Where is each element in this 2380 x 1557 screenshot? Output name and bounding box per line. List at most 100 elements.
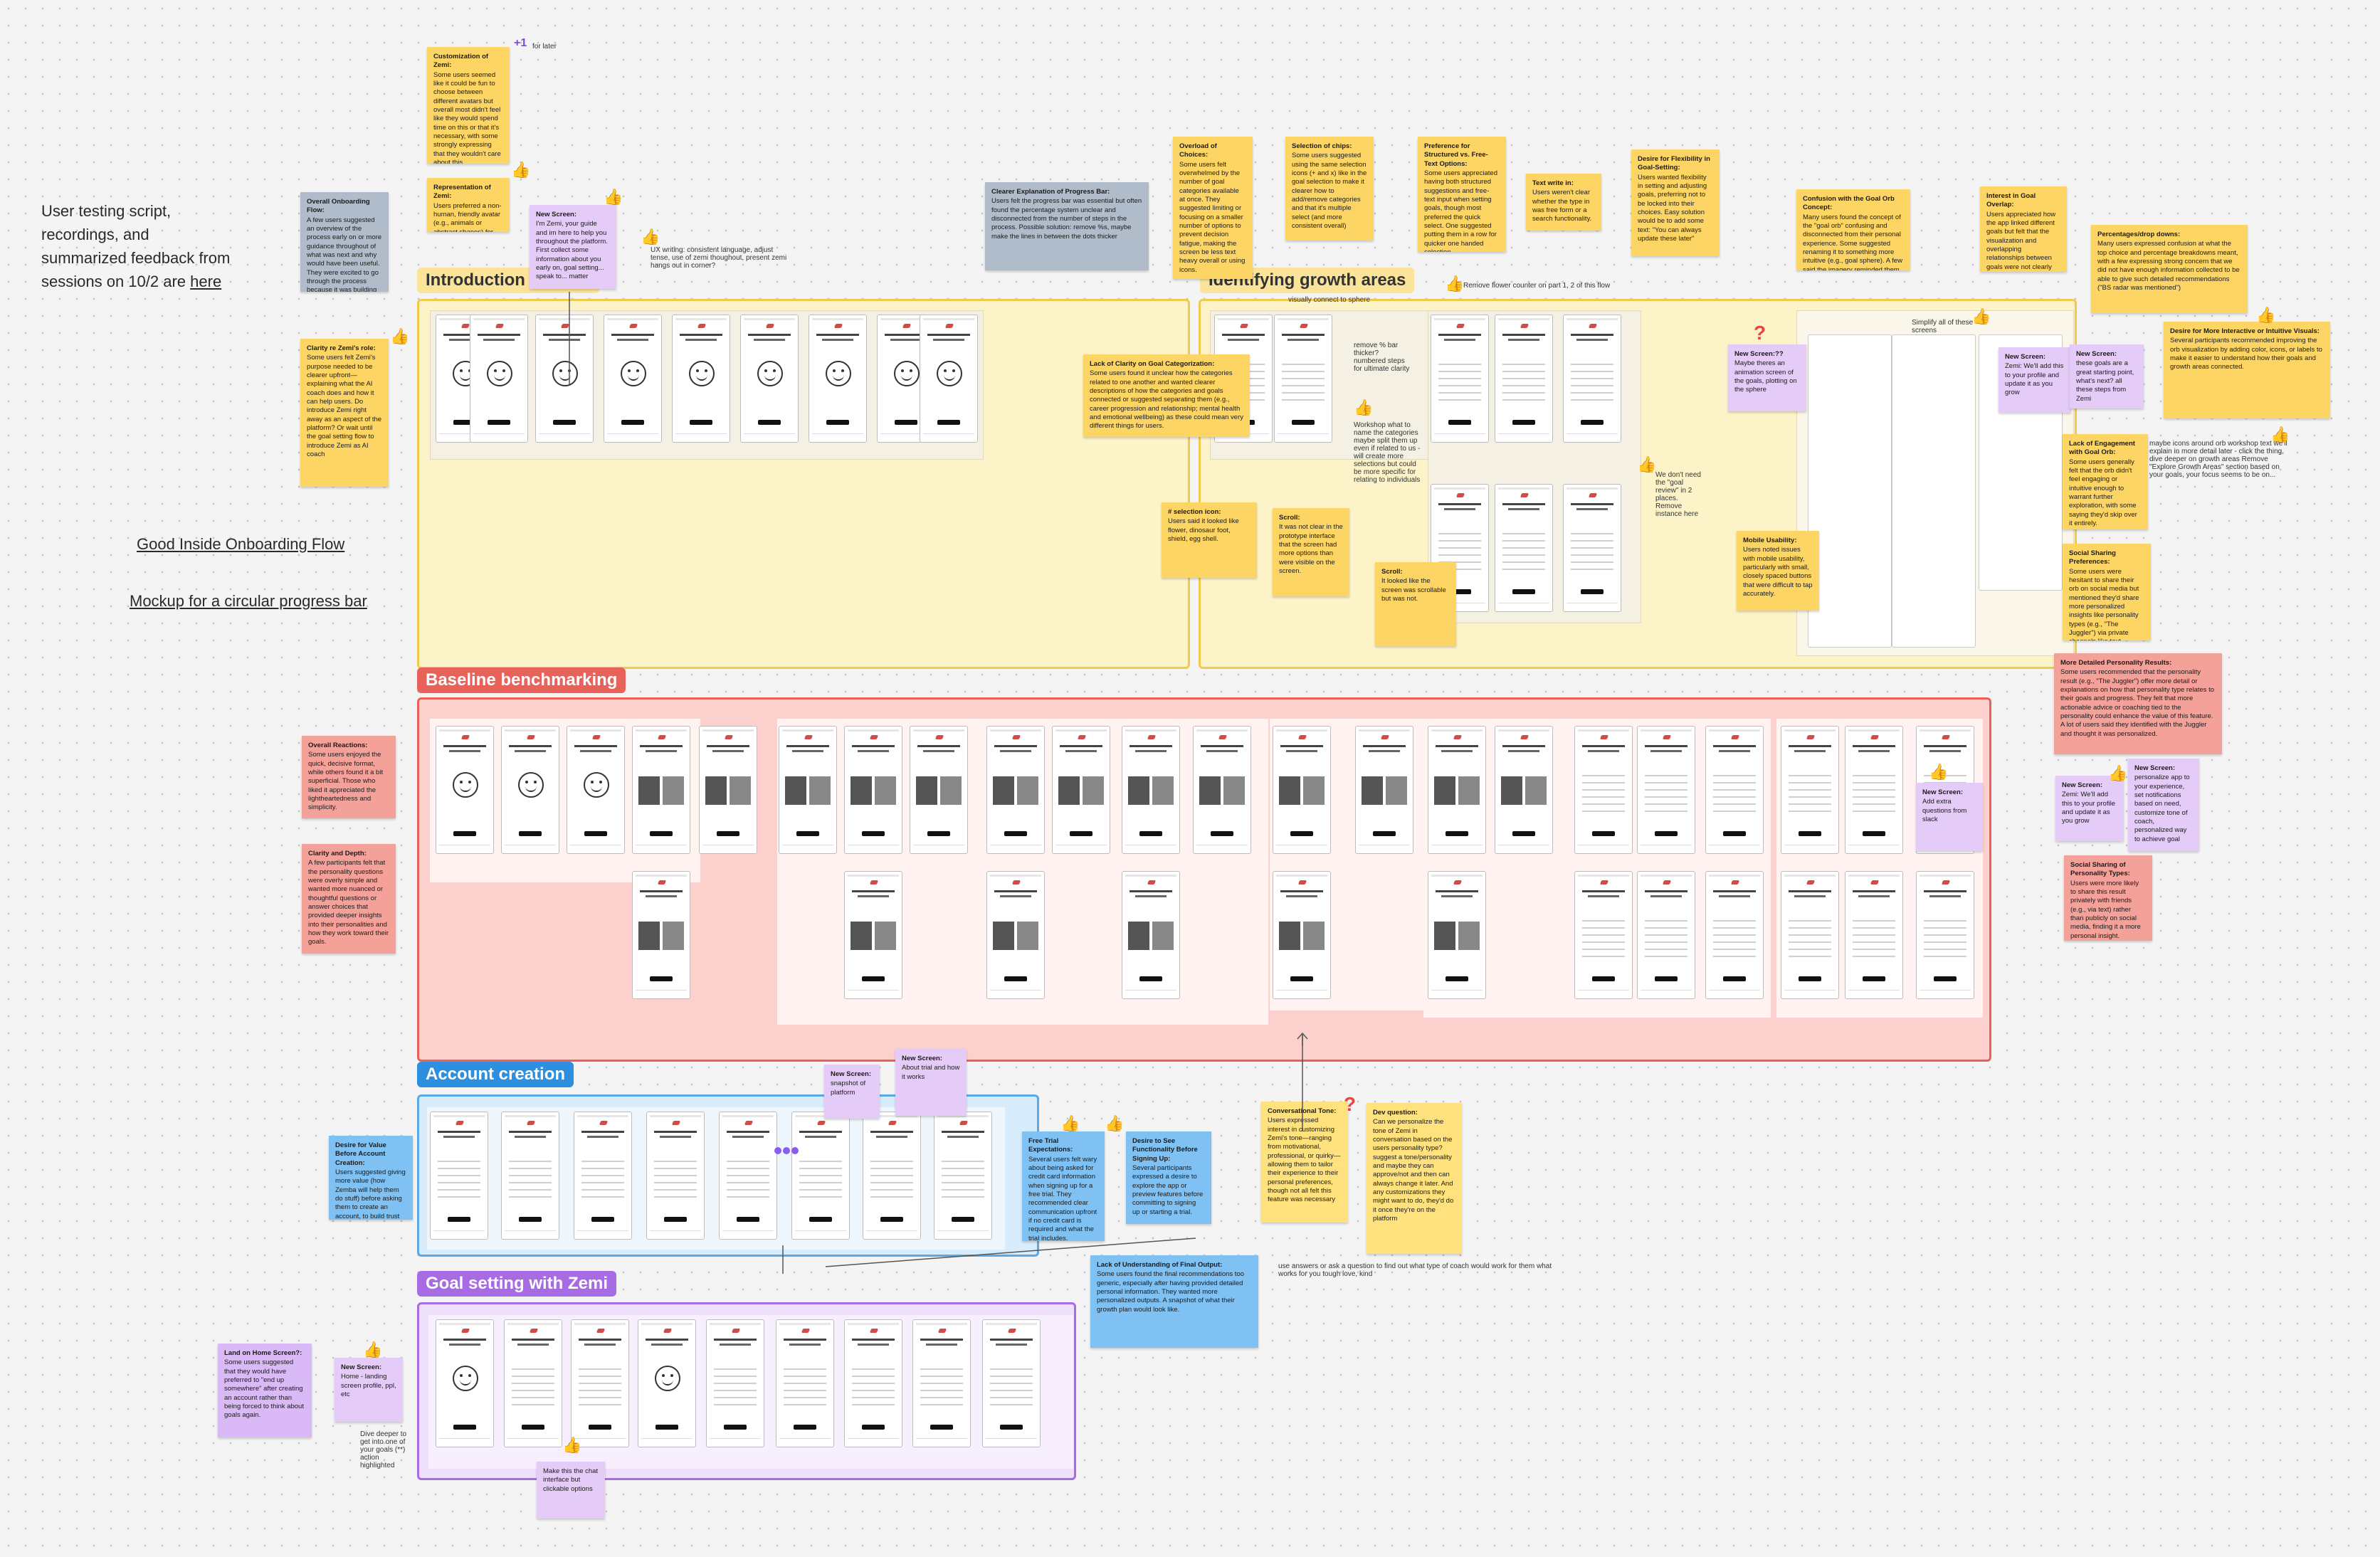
- chat-clickable-sticky: Make this the chat interface but clickab…: [537, 1462, 605, 1519]
- phone-screen: [986, 726, 1045, 854]
- avatar-dot: [791, 1147, 799, 1154]
- thumbs-up-icon: 👍: [2108, 764, 2128, 782]
- phone-screen: [1916, 871, 1974, 999]
- phone-screen: [912, 1319, 971, 1447]
- phone-screen: [604, 315, 662, 443]
- phone-screen: [1495, 484, 1553, 612]
- thumbs-up-icon: 👍: [562, 1436, 582, 1454]
- sticky-note-mobile-usability: Mobile Usability:Users noted issues with…: [1737, 531, 1819, 611]
- phone-screen: [910, 726, 968, 854]
- phone-screen: [501, 726, 559, 854]
- thumbs-up-icon: 👍: [1637, 455, 1657, 473]
- sticky-note-new-screen-anim: New Screen:??Maybe theres an animation s…: [1728, 344, 1806, 411]
- phone-screen: [699, 726, 757, 854]
- phone-screen: [470, 315, 528, 443]
- sticky-note-text-write: Text write in:Users weren't clear whethe…: [1526, 174, 1601, 231]
- sticky-note-new-screen-personalize: New Screen:personalize app to your exper…: [2128, 759, 2199, 851]
- sticky-note-new-screen-snapshot: New Screen:snapshot of platform: [824, 1065, 880, 1119]
- sticky-note-overall-reactions: Overall Reactions:Some users enjoyed the…: [302, 736, 396, 818]
- feedback-link[interactable]: here: [190, 273, 222, 290]
- phone-screen: [574, 1112, 632, 1240]
- remove-bar-note: remove % bar thicker? numbered steps for…: [1354, 342, 1410, 373]
- thumbs-up-icon: 👍: [363, 1341, 383, 1358]
- thumbs-up-icon: 👍: [2270, 426, 2290, 443]
- thumbs-up-icon: 👍: [1971, 307, 1991, 325]
- phone-screen: [504, 1319, 562, 1447]
- phone-screen: [986, 871, 1045, 999]
- phone-screen: [1495, 315, 1553, 443]
- use-answers-note: use answers or ask a question to find ou…: [1278, 1262, 1552, 1278]
- intro-text: User testing script, recordings, and sum…: [41, 202, 231, 290]
- remove-flower-note: Remove flower counter on part 1, 2 of th…: [1463, 282, 1611, 290]
- sticky-note-social-types: Social Sharing of Personality Types:User…: [2064, 855, 2152, 941]
- phone-screen: [779, 726, 837, 854]
- phone-screen: [1845, 871, 1903, 999]
- phone-screen: [863, 1112, 921, 1240]
- phone-screen: [1122, 871, 1180, 999]
- goal-section-label: Goal setting with Zemi: [417, 1271, 617, 1297]
- phone-screen: [436, 1319, 494, 1447]
- sticky-note-land-home: Land on Home Screen?:Some users suggeste…: [218, 1344, 312, 1437]
- phone-screen: [844, 726, 902, 854]
- phone-screen: [501, 1112, 559, 1240]
- sticky-note-selection-icon: # selection icon:Users said it looked li…: [1162, 502, 1257, 578]
- sticky-note-free-trial: Free Trial Expectations:Several users fe…: [1022, 1131, 1105, 1241]
- phone-screen: [1574, 726, 1633, 854]
- phone-screen: [1428, 871, 1486, 999]
- simplify-note: Simplify all of these screens: [1912, 319, 1974, 334]
- thumbs-up-icon: 👍: [604, 188, 623, 206]
- phone-screen: [567, 726, 625, 854]
- sticky-note-new-screen-profile: New Screen:Zemi: We'll add this to your …: [2055, 776, 2124, 841]
- avatar-dot: [774, 1147, 781, 1154]
- plus-one-badge: +1: [514, 37, 527, 49]
- phone-screen: [1495, 726, 1553, 854]
- phone-screen: [535, 315, 594, 443]
- phone-screen: [1637, 726, 1695, 854]
- sticky-note-structured: Preference for Structured vs. Free-Text …: [1418, 137, 1506, 252]
- dive-deeper-note: Dive deeper to get into one of your goal…: [360, 1430, 407, 1469]
- phone-screen: [982, 1319, 1041, 1447]
- progress-bar-mockup-link[interactable]: Mockup for a circular progress bar: [130, 592, 367, 610]
- sticky-note-new-screen-goals: New Screen:these goals are a great start…: [2070, 344, 2144, 408]
- phone-screen: [1563, 484, 1621, 612]
- phone-screen: [436, 726, 494, 854]
- thumbs-up-icon: 👍: [641, 228, 660, 246]
- phone-screen: [1274, 315, 1332, 443]
- phone-screen: [934, 1112, 992, 1240]
- phone-screen: [571, 1319, 629, 1447]
- baseline-section-label: Baseline benchmarking: [417, 667, 626, 693]
- phone-screen: [1193, 726, 1251, 854]
- sticky-note-new-screen-zemi-add: New Screen:Zemi: We'll add this to your …: [1999, 347, 2071, 413]
- phone-screen: [1273, 871, 1331, 999]
- orb-screen-2: [1892, 334, 1976, 648]
- sticky-note-new-screen-home: New Screen:Home - landing screen profile…: [335, 1358, 403, 1422]
- ux-writing-note: UX writing: consistent language, adjust …: [651, 246, 787, 270]
- thumbs-up-icon: 👍: [511, 161, 531, 179]
- phone-screen: [920, 315, 978, 443]
- thumbs-up-icon: 👍: [1354, 399, 1374, 416]
- sticky-note-dev-question: Dev question:Can we personalize the tone…: [1367, 1103, 1462, 1254]
- phone-screen: [1705, 726, 1764, 854]
- sticky-note-social-prefs: Social Sharing Preferences:Some users we…: [2063, 544, 2151, 640]
- phone-screen: [1781, 871, 1839, 999]
- sticky-note-goal-orb: Confusion with the Goal Orb Concept:Many…: [1796, 189, 1910, 270]
- sticky-note-onboarding: Overall Onboarding Flow:A few users sugg…: [300, 192, 389, 292]
- phone-screen: [1563, 315, 1621, 443]
- sticky-note-see-functionality: Desire to See Functionality Before Signi…: [1126, 1131, 1211, 1224]
- phone-screen: [1122, 726, 1180, 854]
- sticky-note-representation: Representation of Zemi:Users preferred a…: [427, 178, 510, 232]
- phone-screen: [1845, 726, 1903, 854]
- thumbs-up-icon: 👍: [1929, 763, 1949, 781]
- sticky-note-clarity-depth: Clarity and Depth:A few participants fel…: [302, 844, 396, 954]
- onboarding-flow-link[interactable]: Good Inside Onboarding Flow: [137, 535, 345, 553]
- avatar-dot: [783, 1147, 790, 1154]
- phone-screen: [740, 315, 799, 443]
- phone-screen: [646, 1112, 705, 1240]
- sticky-note-chips: Selection of chips:Some users suggested …: [1285, 137, 1374, 241]
- account-section-label: Account creation: [417, 1062, 574, 1087]
- phone-screen: [1355, 726, 1413, 854]
- sticky-note-scroll1: Scroll:It was not clear in the prototype…: [1273, 508, 1349, 596]
- phone-screen: [430, 1112, 488, 1240]
- phone-screen: [844, 871, 902, 999]
- thumbs-up-icon: 👍: [1105, 1114, 1125, 1132]
